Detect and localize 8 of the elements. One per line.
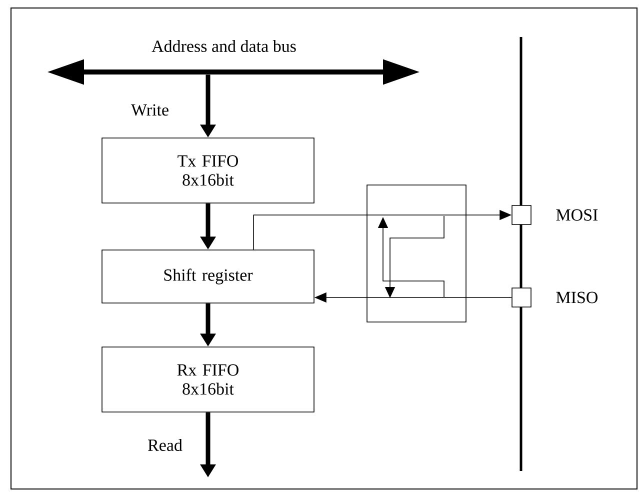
bus-label: Address and data bus xyxy=(152,40,296,52)
process-box: Rx FIFO 8x16bit xyxy=(102,346,314,412)
pin-label: MISO xyxy=(556,292,598,304)
edge-label: Read xyxy=(148,439,182,451)
pin-label: MOSI xyxy=(556,209,598,221)
edge-label: Write xyxy=(131,104,168,116)
process-box: Shift register xyxy=(102,250,314,304)
process-box: Tx FIFO 8x16bit xyxy=(102,138,314,204)
